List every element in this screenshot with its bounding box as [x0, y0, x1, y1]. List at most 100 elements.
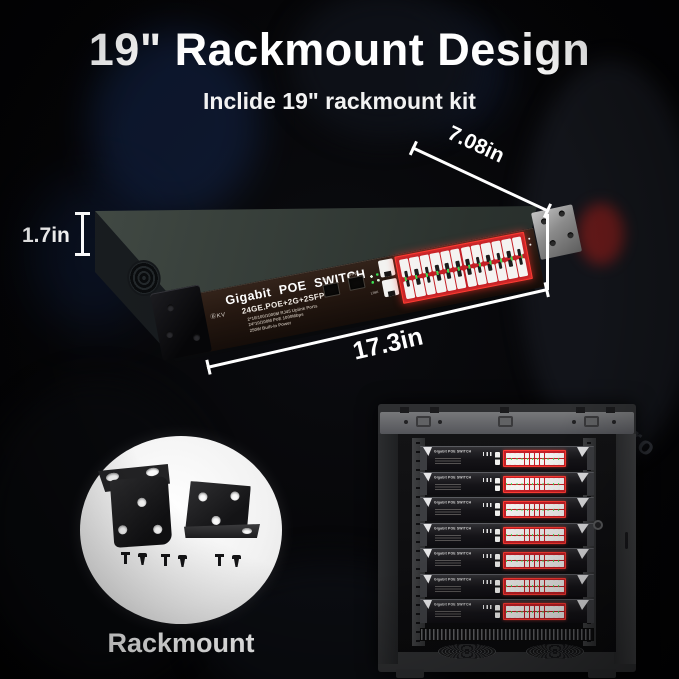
rj45-port	[529, 612, 535, 618]
rj45-port	[534, 561, 540, 567]
rj45-port	[510, 510, 515, 516]
rack-unit: Gigabit POE SWITCH	[420, 573, 594, 597]
unit-uplink-ports	[495, 528, 500, 542]
mount-clip	[498, 416, 513, 427]
bracket-hole	[230, 491, 239, 500]
rj45-uplink-port	[381, 277, 400, 298]
rj45-port	[525, 561, 530, 567]
rj45-port	[505, 561, 510, 567]
unit-port-leds	[506, 483, 563, 485]
rj45-port	[544, 459, 549, 465]
rj45-port	[544, 535, 549, 541]
rj45-port	[515, 510, 520, 516]
rj45-port	[544, 612, 549, 618]
rj45-port	[559, 459, 564, 465]
rj45-port	[539, 484, 544, 490]
rj45-port	[515, 257, 529, 278]
brand-logo: ⒷKV	[209, 312, 227, 321]
mount-clip	[584, 416, 599, 427]
rj45-port	[529, 459, 535, 465]
page-title: 19" Rackmount Design	[88, 24, 591, 75]
mount-tab	[500, 407, 509, 413]
rack-units: Gigabit POE SWITCH Gigabit POE SWITCH Gi…	[420, 446, 594, 625]
unit-spec-lines	[435, 534, 461, 541]
rack-cabinet: Gigabit POE SWITCH Gigabit POE SWITCH Gi…	[378, 404, 636, 678]
rackmount-kit-circle	[80, 436, 282, 624]
fan-grille-left-icon	[438, 644, 496, 659]
rj45-port	[510, 484, 515, 490]
rj45-port	[520, 561, 525, 567]
uplink-label: LINK	[370, 290, 379, 296]
unit-leds	[483, 503, 494, 507]
cabinet-foot	[588, 669, 616, 678]
rj45-port	[534, 535, 540, 541]
rack-unit: Gigabit POE SWITCH	[420, 548, 594, 572]
tick-mark	[205, 359, 212, 375]
unit-ear	[587, 549, 594, 572]
cabinet-lock-icon	[593, 520, 603, 530]
rj45-port	[534, 459, 540, 465]
rj45-port	[515, 586, 520, 592]
screws	[161, 552, 190, 570]
cabinet-top-bar	[380, 407, 634, 434]
bracket-hole	[211, 516, 220, 525]
rj45-port	[525, 484, 530, 490]
mount-tab	[606, 407, 615, 413]
unit-port-block	[503, 501, 566, 518]
unit-port-block	[503, 603, 566, 620]
rj45-port	[559, 586, 564, 592]
page-subtitle: Inclide 19" rackmount kit	[203, 88, 476, 114]
screw	[612, 420, 616, 424]
unit-label: Gigabit POE SWITCH	[434, 475, 472, 479]
cabinet-handle	[625, 532, 628, 549]
tick-mark	[408, 140, 418, 156]
rj45-port	[510, 586, 515, 592]
unit-uplink-ports	[495, 477, 500, 491]
rj45-port	[534, 510, 540, 516]
unit-label: Gigabit POE SWITCH	[434, 603, 472, 607]
rj45-port	[554, 612, 559, 618]
bracket-hole	[198, 492, 207, 501]
rj45-port	[525, 535, 530, 541]
rj45-uplink-port	[377, 258, 396, 278]
rj45-port	[510, 612, 515, 618]
unit-uplink-ports	[495, 452, 500, 465]
screws	[215, 552, 244, 570]
bracket-hole	[137, 497, 147, 508]
indicator-dot	[529, 243, 532, 246]
unit-ear	[587, 472, 594, 495]
mount-clip	[416, 416, 431, 427]
rj45-port	[515, 459, 520, 465]
screws	[121, 550, 150, 568]
unit-uplink-ports	[495, 554, 500, 567]
unit-port-block	[503, 450, 566, 467]
unit-spec-lines	[435, 611, 461, 617]
bracket-hole	[145, 466, 160, 478]
mount-tab	[400, 407, 409, 413]
rj45-port	[505, 510, 510, 516]
unit-ear	[587, 574, 594, 597]
bracket-hole	[117, 525, 128, 535]
dimension-depth-label: 7.08in	[444, 121, 508, 168]
rj45-port	[549, 535, 554, 541]
rj45-port	[539, 586, 544, 592]
unit-label: Gigabit POE SWITCH	[434, 577, 472, 581]
unit-spec-lines	[435, 560, 461, 566]
unit-port-block	[503, 552, 566, 569]
unit-port-leds	[506, 610, 563, 613]
rj45-port	[534, 586, 540, 592]
tick-mark	[75, 212, 90, 215]
cabinet-right-wall	[614, 434, 636, 664]
rj45-port	[539, 510, 544, 516]
cabinet-left-wall	[378, 434, 398, 664]
rj45-port	[520, 612, 525, 618]
unit-port-block	[503, 577, 566, 595]
unit-ear	[587, 447, 594, 470]
unit-port-block	[503, 526, 566, 544]
rj45-port	[520, 484, 525, 490]
sfp-slot	[322, 282, 341, 298]
rj45-port	[505, 586, 510, 592]
unit-uplink-ports	[495, 503, 500, 516]
rj45-port	[559, 510, 564, 516]
rj45-port	[520, 459, 525, 465]
